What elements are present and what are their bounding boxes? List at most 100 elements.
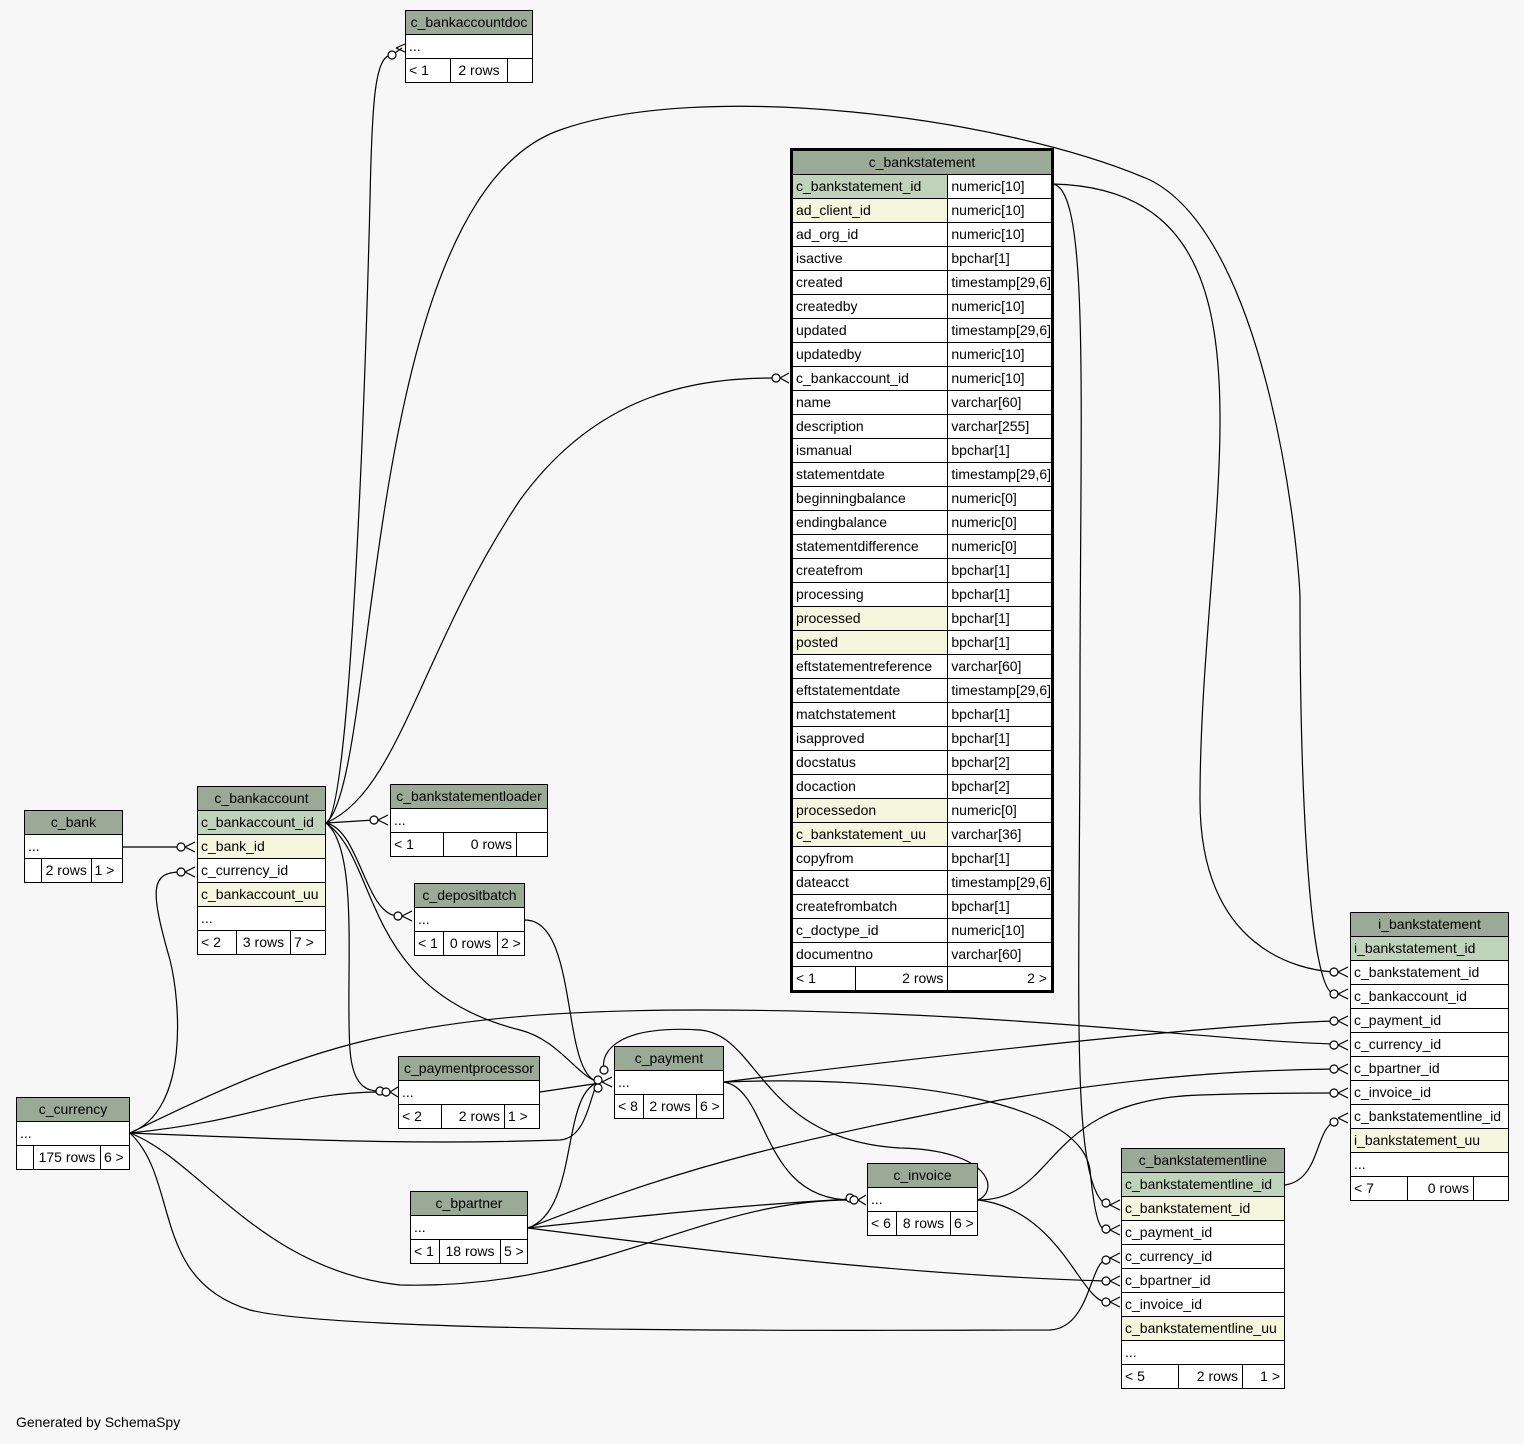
column-name[interactable]: c_bankstatement_id [790, 174, 949, 199]
table-title[interactable]: c_depositbatch [414, 883, 525, 908]
column-c_bankstatementline_id[interactable]: c_bankstatementline_id [1350, 1104, 1509, 1129]
column-c_currency_id[interactable]: c_currency_id [1121, 1244, 1285, 1269]
column-c_currency_id[interactable]: c_currency_id [197, 858, 326, 883]
children-count[interactable]: 2 > [947, 966, 1053, 992]
children-count[interactable] [516, 832, 548, 857]
column-name[interactable]: processing [790, 582, 949, 607]
column-name[interactable]: c_bankaccount_id [790, 366, 949, 391]
column-name[interactable]: statementdate [790, 462, 949, 487]
column-name[interactable]: ismanual [790, 438, 949, 463]
children-count[interactable]: 5 > [500, 1239, 528, 1264]
column-name[interactable]: isactive [790, 246, 949, 271]
parents-count[interactable]: < 5 [1121, 1364, 1179, 1389]
column-name[interactable]: ad_client_id [790, 198, 949, 223]
column-name[interactable]: eftstatementreference [790, 654, 949, 679]
table-c_bankaccountdoc[interactable]: c_bankaccountdoc ... < 1 2 rows [405, 10, 533, 83]
column-name[interactable]: docstatus [790, 750, 949, 775]
parents-count[interactable]: < 6 [867, 1211, 897, 1236]
table-title[interactable]: c_bankstatementline [1121, 1148, 1285, 1173]
table-c_bankstatementloader[interactable]: c_bankstatementloader ... < 1 0 rows [390, 784, 548, 857]
column-name[interactable]: beginningbalance [790, 486, 949, 511]
column-c_bankstatement_id[interactable]: c_bankstatement_id [1350, 960, 1509, 985]
column-name[interactable]: matchstatement [790, 702, 949, 727]
column-name[interactable]: docaction [790, 774, 949, 799]
table-c_bank[interactable]: c_bank ... 2 rows 1 > [24, 810, 123, 883]
parents-count[interactable]: < 2 [398, 1104, 442, 1129]
column-name[interactable]: createdby [790, 294, 949, 319]
table-title[interactable]: c_bankstatement [791, 149, 1053, 175]
column-name[interactable]: endingbalance [790, 510, 949, 535]
column-name[interactable]: processed [790, 606, 949, 631]
column-c_invoice_id[interactable]: c_invoice_id [1121, 1292, 1285, 1317]
column-c_bankaccount_uu[interactable]: c_bankaccount_uu [197, 882, 326, 907]
children-count[interactable] [507, 58, 533, 83]
column-name[interactable]: dateacct [790, 870, 949, 895]
parents-count[interactable] [24, 858, 42, 883]
parents-count[interactable]: < 7 [1350, 1176, 1408, 1201]
column-c_bankstatementline_id[interactable]: c_bankstatementline_id [1121, 1172, 1285, 1197]
column-name[interactable]: posted [790, 630, 949, 655]
column-name[interactable]: name [790, 390, 949, 415]
column-c_invoice_id[interactable]: c_invoice_id [1350, 1080, 1509, 1105]
column-name[interactable]: updated [790, 318, 949, 343]
table-c_invoice[interactable]: c_invoice ... < 6 8 rows 6 > [867, 1163, 978, 1236]
parents-count[interactable] [16, 1145, 34, 1170]
children-count[interactable]: 2 > [497, 931, 525, 956]
parents-count[interactable]: < 1 [405, 58, 451, 83]
column-c_bank_id[interactable]: c_bank_id [197, 834, 326, 859]
column-name[interactable]: copyfrom [790, 846, 949, 871]
children-count[interactable]: 1 > [1242, 1364, 1285, 1389]
column-name[interactable]: ad_org_id [790, 222, 949, 247]
column-c_payment_id[interactable]: c_payment_id [1121, 1220, 1285, 1245]
column-c_bpartner_id[interactable]: c_bpartner_id [1121, 1268, 1285, 1293]
column-c_currency_id[interactable]: c_currency_id [1350, 1032, 1509, 1057]
table-c_currency[interactable]: c_currency ... 175 rows 6 > [16, 1097, 130, 1170]
column-name[interactable]: processedon [790, 798, 949, 823]
table-title[interactable]: c_payment [614, 1046, 724, 1071]
children-count[interactable]: 7 > [290, 930, 326, 955]
column-c_bankstatementline_uu[interactable]: c_bankstatementline_uu [1121, 1316, 1285, 1341]
table-title[interactable]: c_bankaccountdoc [405, 10, 533, 35]
parents-count[interactable]: < 1 [791, 966, 856, 992]
children-count[interactable] [1473, 1176, 1509, 1201]
column-name[interactable]: isapproved [790, 726, 949, 751]
column-name[interactable]: createfrombatch [790, 894, 949, 919]
parents-count[interactable]: < 1 [414, 931, 444, 956]
column-name[interactable]: statementdifference [790, 534, 949, 559]
table-title[interactable]: c_bankstatementloader [390, 784, 548, 809]
parents-count[interactable]: < 2 [197, 930, 237, 955]
parents-count[interactable]: < 8 [614, 1094, 644, 1119]
parents-count[interactable]: < 1 [390, 832, 444, 857]
column-name[interactable]: updatedby [790, 342, 949, 367]
children-count[interactable]: 1 > [504, 1104, 540, 1129]
column-i_bankstatement_id[interactable]: i_bankstatement_id [1350, 936, 1509, 961]
table-title[interactable]: c_bpartner [410, 1191, 528, 1216]
table-c_depositbatch[interactable]: c_depositbatch ... < 1 0 rows 2 > [414, 883, 525, 956]
column-c_payment_id[interactable]: c_payment_id [1350, 1008, 1509, 1033]
column-name[interactable]: created [790, 270, 949, 295]
